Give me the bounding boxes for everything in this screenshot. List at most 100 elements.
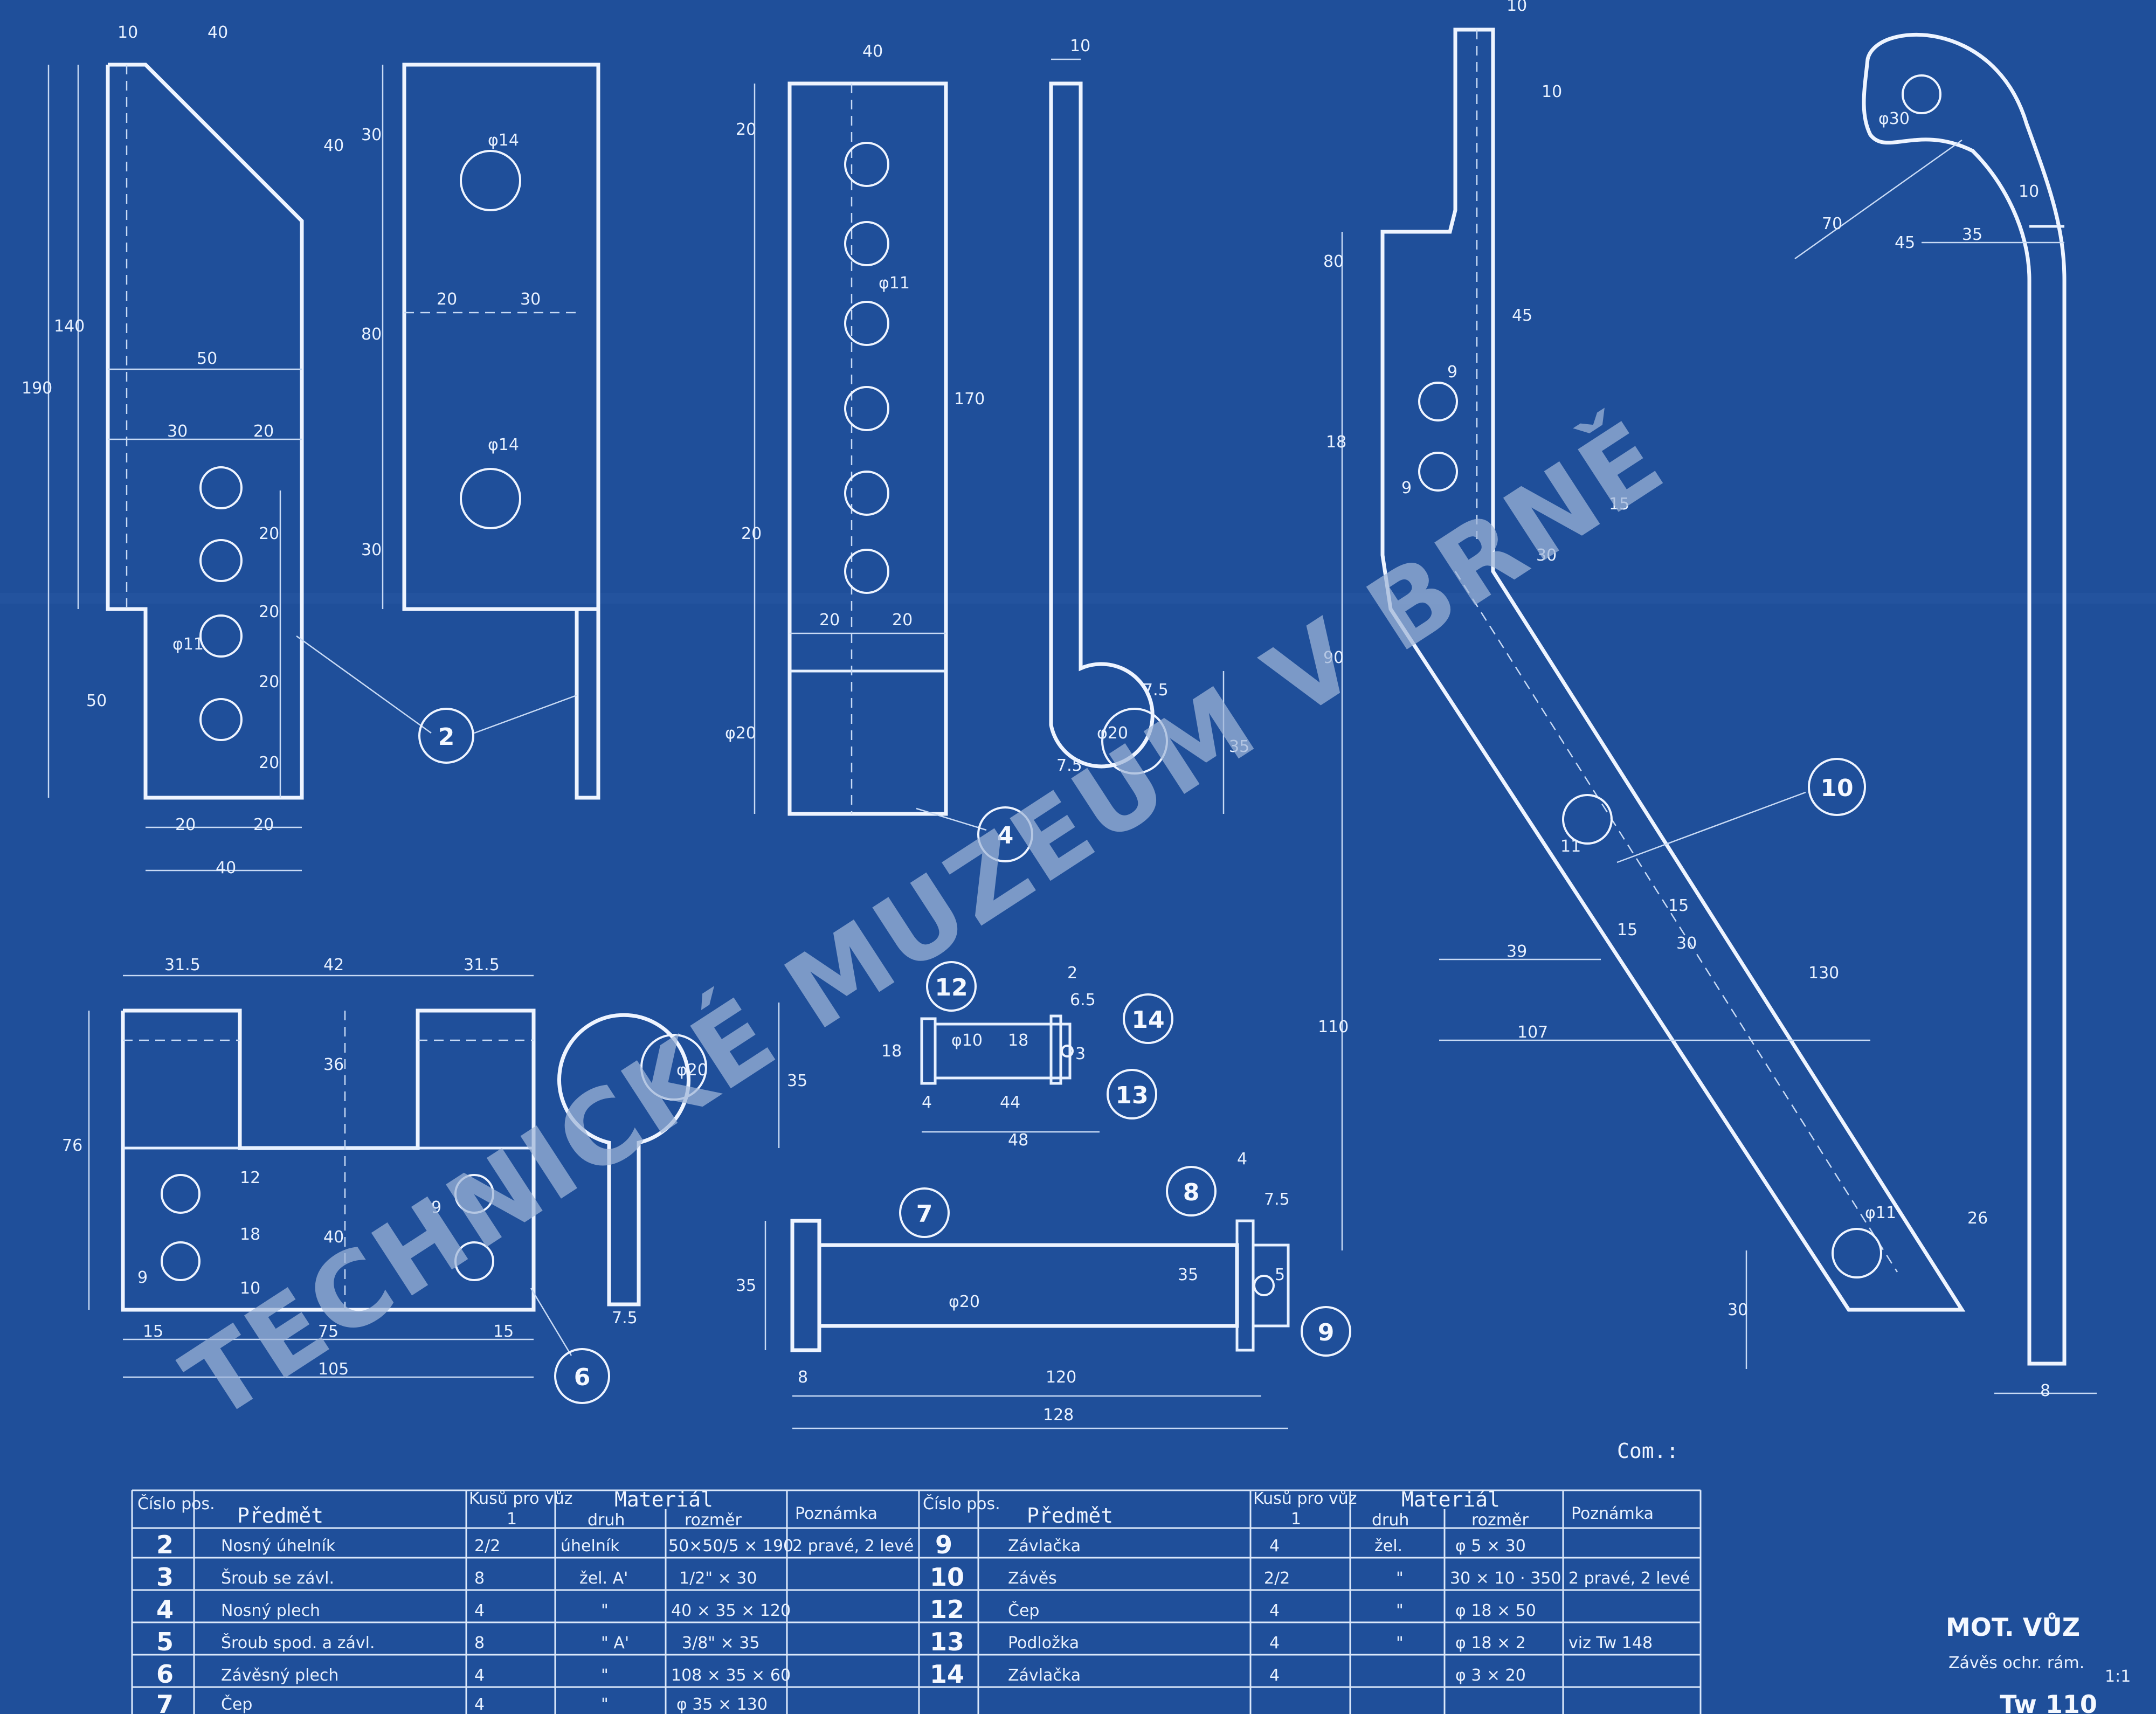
dim-label: 39 <box>1507 942 1527 961</box>
dim-label: 30 <box>520 290 541 309</box>
row-note: 2 pravé, 2 levé <box>792 1537 914 1556</box>
row-qty: 4 <box>1269 1634 1280 1653</box>
dim-label: 75 <box>318 1322 338 1341</box>
dim-label: 105 <box>318 1360 349 1379</box>
callout-6: 6 <box>554 1348 610 1404</box>
col-header-size: rozměr <box>1471 1511 1529 1530</box>
row-pos: 4 <box>156 1595 174 1624</box>
row-kind: žel. A' <box>579 1569 628 1588</box>
leader-line <box>474 694 577 734</box>
col-header-pos: Číslo pos. <box>137 1494 215 1513</box>
row-size: 3/8" × 35 <box>682 1634 759 1653</box>
dim-label: 7.5 <box>1056 756 1082 775</box>
dim-label: 70 <box>1822 215 1842 233</box>
dim-label: φ11 <box>1865 1204 1896 1222</box>
dim-label: 80 <box>1323 252 1344 271</box>
table-row: 13 Podložka 4 " φ 18 × 2 viz Tw 148 <box>930 1627 1653 1656</box>
dim-label: 20 <box>259 524 279 543</box>
row-item: Nosný plech <box>221 1601 320 1620</box>
dim-label: 35 <box>1178 1266 1198 1284</box>
callout-number: 7 <box>916 1200 933 1228</box>
title-block: MOT. VŮZ Závěs ochr. rám. 1:1 Tw 110 <box>1946 1612 2131 1714</box>
row-size: 50×50/5 × 190 <box>668 1537 793 1556</box>
part-2-side-view <box>382 63 600 800</box>
dim-label: 18 <box>881 1042 902 1061</box>
leader-line <box>916 807 987 831</box>
part-10-front-view <box>1341 27 1966 1369</box>
callout-number: 14 <box>1131 1006 1164 1034</box>
callout-13: 13 <box>1107 1069 1157 1119</box>
row-qty: 4 <box>1269 1601 1280 1620</box>
row-qty: 8 <box>474 1634 485 1653</box>
dim-label: 30 <box>1676 934 1697 953</box>
part-4-front-view <box>754 81 948 816</box>
dim-label: φ10 <box>951 1031 983 1050</box>
dim-label: 10 <box>118 23 138 42</box>
row-pos: 5 <box>156 1627 174 1656</box>
callout-4: 4 <box>977 806 1033 862</box>
dim-label: 9 <box>137 1268 148 1287</box>
dim-label: 76 <box>62 1136 82 1155</box>
col-header-item: Předmět <box>237 1504 323 1528</box>
row-size: 40 × 35 × 120 <box>671 1601 791 1620</box>
dim-label: 10 <box>2019 182 2039 201</box>
col-header-kind: druh <box>1372 1511 1409 1530</box>
callout-number: 10 <box>1820 775 1853 802</box>
dim-label: φ20 <box>949 1293 980 1311</box>
dim-label: φ20 <box>725 724 756 743</box>
dim-label: 11 <box>1560 837 1581 856</box>
callout-8: 8 <box>1166 1166 1217 1217</box>
row-qty: 2/2 <box>1264 1569 1290 1588</box>
dim-label: φ14 <box>488 436 519 454</box>
row-item: Šroub spod. a závl. <box>221 1633 375 1653</box>
dim-label: 9 <box>1401 479 1412 497</box>
callout-number: 12 <box>935 974 968 1001</box>
dim-label: 4 <box>922 1093 932 1112</box>
part-4-front-dims: 40 20 20 φ11 170 20 20 φ20 <box>725 42 985 743</box>
leader-line <box>296 635 432 734</box>
dim-label: 40 <box>216 859 236 877</box>
row-size: φ 5 × 30 <box>1455 1537 1526 1556</box>
row-size: φ 18 × 50 <box>1455 1601 1536 1620</box>
parts-table-grid <box>131 1489 1702 1714</box>
dim-label: 40 <box>208 23 228 42</box>
dim-label: 40 <box>323 136 344 155</box>
part-7-pin-dims: 35 35 φ20 8 120 128 4 7.5 5 <box>736 1150 1290 1425</box>
row-pos: 12 <box>930 1595 964 1624</box>
part-4-side-view <box>1049 58 1225 814</box>
part-6-front-view <box>88 975 536 1378</box>
comment-note: Com.: <box>1617 1439 1678 1463</box>
dim-label: 20 <box>892 611 913 630</box>
part-12-pin-dims: 2 6.5 18 φ10 18 3 4 44 48 <box>881 964 1096 1150</box>
col-header-material: Materiál <box>1401 1488 1500 1511</box>
col-header-item: Předmět <box>1027 1504 1113 1528</box>
dim-label: 20 <box>819 611 840 630</box>
callout-number: 13 <box>1115 1082 1148 1109</box>
row-qty: 2/2 <box>474 1537 500 1556</box>
row-pos: 2 <box>156 1530 174 1559</box>
dim-label: 10 <box>1070 37 1090 56</box>
col-header-note: Poznámka <box>795 1504 877 1523</box>
callout-9: 9 <box>1301 1306 1351 1357</box>
row-pos: 7 <box>156 1690 174 1714</box>
table-row: 10 Závěs 2/2 " 30 × 10 · 350 2 pravé, 2 … <box>930 1563 1690 1592</box>
col-header-pos: Číslo pos. <box>923 1494 1000 1513</box>
dim-label: 50 <box>86 692 107 710</box>
dim-label: 9 <box>1447 363 1457 382</box>
part-4-side-dims: 10 7.5 7.5 φ20 35 <box>1056 37 1249 775</box>
dim-label: 30 <box>1727 1301 1748 1319</box>
dim-label: φ20 <box>676 1061 708 1080</box>
dim-label: φ30 <box>1878 109 1910 128</box>
row-kind: " <box>1396 1634 1404 1653</box>
dim-label: 4 <box>1237 1150 1247 1169</box>
callout-number: 8 <box>1183 1179 1200 1206</box>
dim-label: 10 <box>1507 0 1527 15</box>
dim-label: φ20 <box>1097 724 1128 743</box>
col-header-qty-sub: 1 <box>507 1510 517 1529</box>
row-size: 108 × 35 × 60 <box>671 1666 791 1685</box>
row-pos: 3 <box>156 1563 174 1592</box>
row-qty: 4 <box>474 1666 485 1685</box>
part-6-side-view <box>557 1003 780 1307</box>
dim-label: 8 <box>2040 1381 2050 1400</box>
col-header-material: Materiál <box>614 1488 713 1511</box>
